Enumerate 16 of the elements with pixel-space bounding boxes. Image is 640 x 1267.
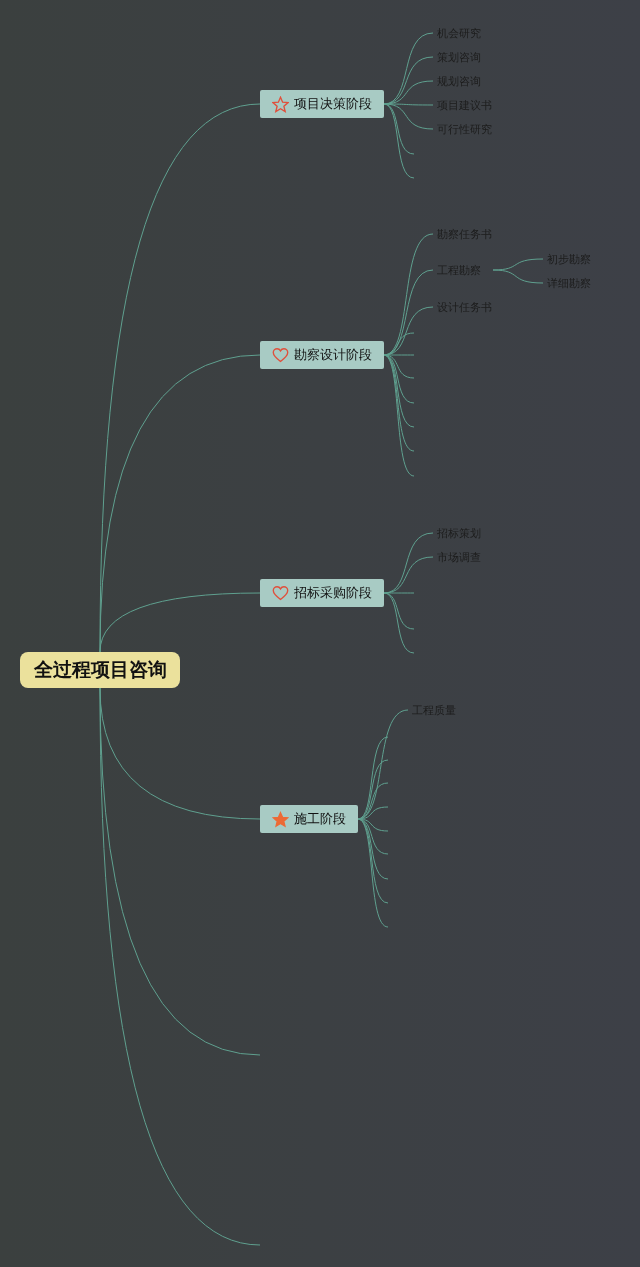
connector-line [99, 354, 261, 653]
topic-box [260, 805, 358, 833]
topic-box [260, 341, 384, 369]
topic-box [260, 90, 384, 118]
connector-line [383, 354, 415, 477]
topic-label: 项目决策阶段 [294, 95, 372, 113]
connector-line [383, 103, 415, 179]
connector-line [492, 269, 544, 284]
central-topic: 全过程项目咨询 [20, 652, 180, 688]
connector-line [99, 592, 261, 653]
topic-label: 勘察设计阶段 [294, 346, 372, 364]
topic-box [260, 579, 384, 607]
topic-label: 施工阶段 [294, 810, 346, 828]
connector-line [99, 687, 261, 1246]
topic-label: 招标采购阶段 [294, 584, 372, 602]
connector-line [357, 818, 389, 928]
